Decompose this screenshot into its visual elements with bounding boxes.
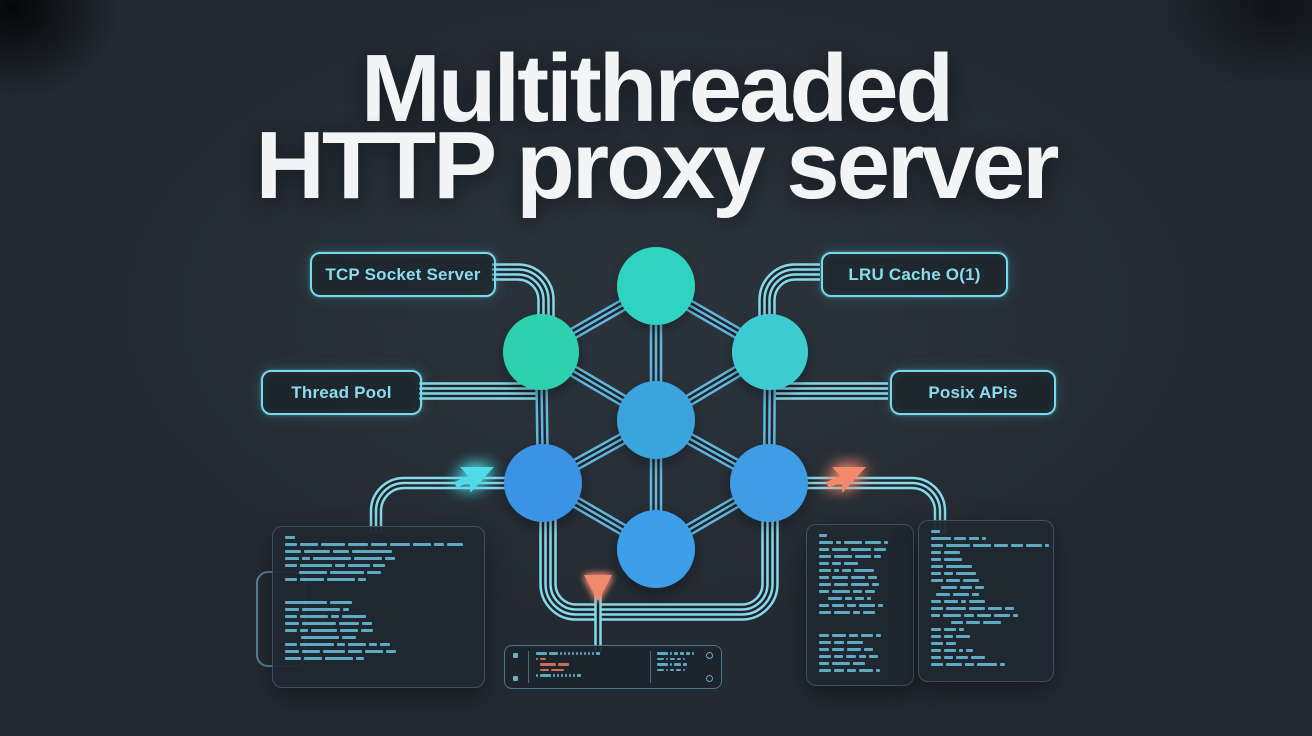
node-mid-right bbox=[732, 314, 808, 390]
label-tcp-socket-server-text: TCP Socket Server bbox=[325, 264, 481, 284]
label-lru-cache-text: LRU Cache O(1) bbox=[848, 264, 981, 284]
triangle-down-icon bbox=[584, 575, 612, 601]
label-thread-pool-text: Thread Pool bbox=[291, 382, 392, 402]
board-mid-section bbox=[536, 651, 643, 683]
title-line-2: HTTP proxy server bbox=[255, 112, 1060, 219]
node-mid-left bbox=[503, 314, 579, 390]
node-top bbox=[617, 247, 695, 325]
label-thread-pool: Thread Pool bbox=[261, 370, 422, 415]
code-panel-right-b bbox=[918, 520, 1054, 682]
label-lru-cache: LRU Cache O(1) bbox=[821, 252, 1008, 297]
label-posix-apis: Posix APis bbox=[890, 370, 1056, 415]
board-left-section bbox=[512, 651, 529, 683]
label-tcp-socket-server: TCP Socket Server bbox=[310, 252, 496, 297]
board-right-section bbox=[650, 651, 714, 683]
circuit-board-panel bbox=[504, 645, 722, 689]
node-low-right bbox=[730, 444, 808, 522]
label-posix-apis-text: Posix APis bbox=[928, 382, 1018, 402]
node-bottom bbox=[617, 510, 695, 588]
node-center bbox=[617, 381, 695, 459]
code-panel-right-a bbox=[806, 524, 914, 686]
page-title: Multithreaded HTTP proxy server bbox=[0, 41, 1312, 219]
node-low-left bbox=[504, 444, 582, 522]
code-panel-left bbox=[272, 526, 485, 688]
